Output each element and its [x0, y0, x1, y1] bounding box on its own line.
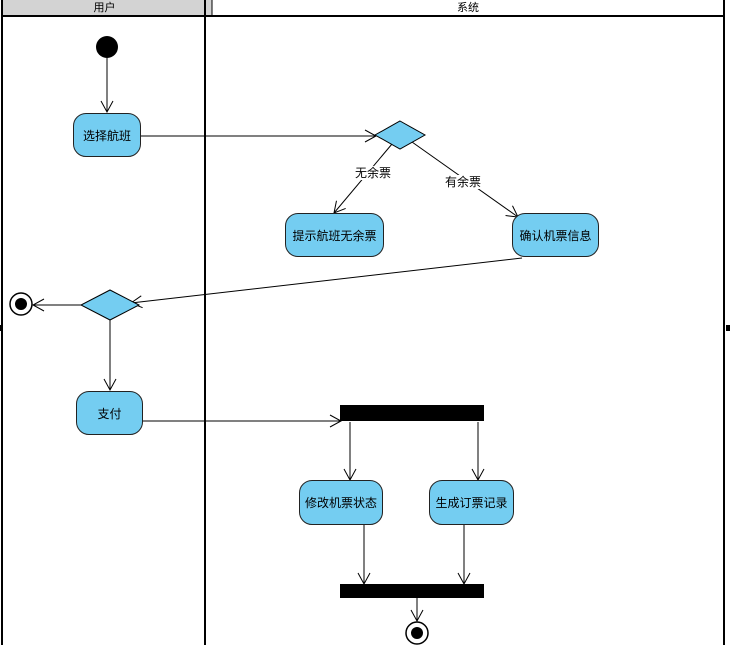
action-confirm-ticket-info: 确认机票信息 — [512, 213, 599, 257]
frame-mark-left — [0, 325, 2, 331]
lane-title-system: 系统 — [457, 1, 479, 14]
initial-node — [96, 36, 118, 58]
edge-confirm-to-merge — [129, 257, 523, 309]
final-node-left — [9, 292, 33, 316]
fork-bar — [340, 405, 484, 421]
lane-title-user: 用户 — [93, 1, 116, 14]
action-select-flight: 选择航班 — [73, 113, 141, 157]
user-lane-header — [2, 0, 212, 16]
final-node-bottom — [405, 621, 429, 645]
action-pay: 支付 — [76, 391, 143, 435]
action-no-tickets-notice: 提示航班无余票 — [285, 213, 384, 257]
edge-label-has-tickets: 有余票 — [444, 175, 483, 189]
decision-ticket-availability — [373, 120, 427, 150]
edge-label-no-tickets: 无余票 — [354, 166, 393, 180]
join-bar — [340, 584, 484, 598]
action-update-ticket-status: 修改机票状态 — [299, 480, 383, 525]
merge-node — [79, 289, 141, 321]
action-create-order-record: 生成订票记录 — [429, 480, 514, 525]
frame-mark-right — [726, 325, 730, 331]
